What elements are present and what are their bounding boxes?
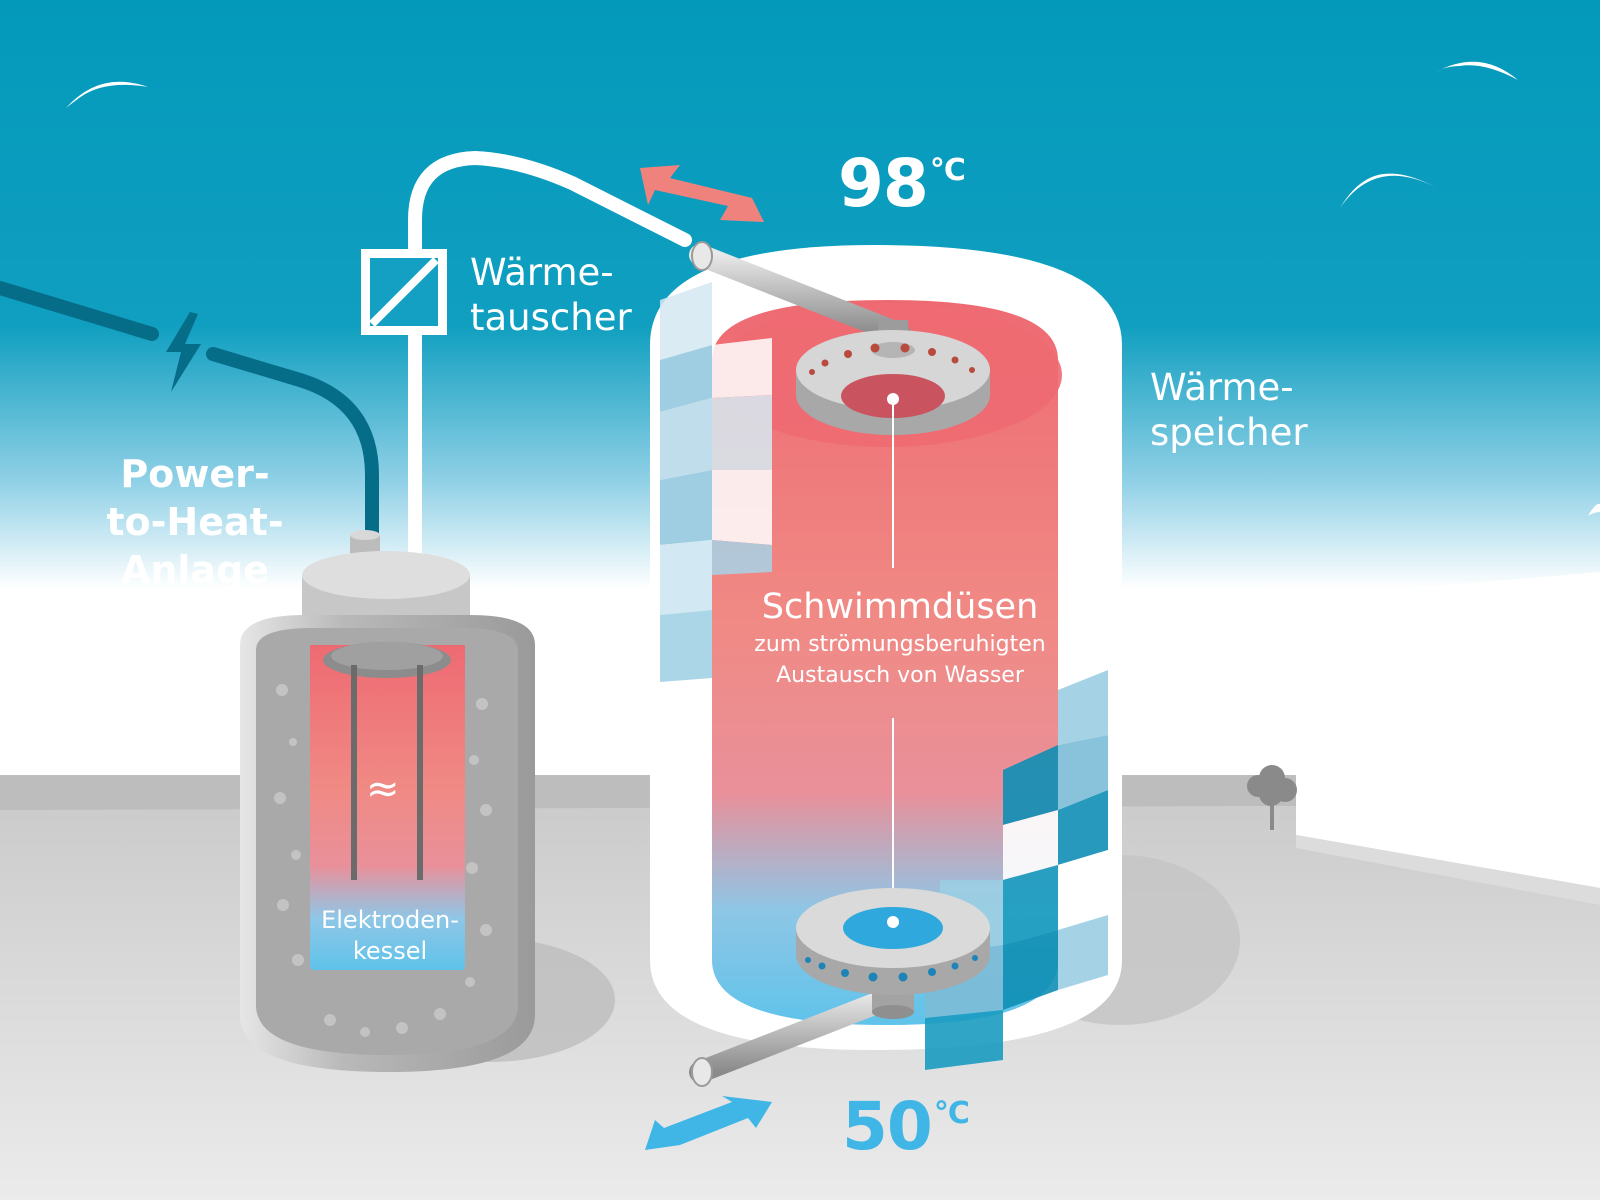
top-temperature-unit: °C (930, 153, 965, 188)
power-to-heat-line-2: to-Heat- (95, 498, 295, 546)
heat-exchanger-line-2: tauscher (470, 295, 632, 340)
heat-storage-line-2: speicher (1150, 410, 1308, 455)
electrode-boiler-label: Elektroden- kessel (305, 905, 475, 967)
power-to-heat-label: Power- to-Heat- Anlage (95, 450, 295, 594)
bottom-temperature-unit: °C (934, 1096, 969, 1131)
heat-exchanger-label: Wärme- tauscher (470, 250, 632, 340)
heat-exchanger-icon (361, 249, 447, 335)
electrode-boiler-line-2: kessel (305, 936, 475, 967)
top-temperature: 98°C (838, 145, 965, 222)
bottom-temperature: 50°C (842, 1088, 969, 1165)
float-nozzles-subtitle-1: zum strömungsberuhigten (700, 629, 1100, 660)
power-to-heat-line-3: Anlage (95, 546, 295, 594)
electrode-wave-symbol: ≈ (366, 765, 400, 813)
building (1296, 572, 1600, 888)
power-to-heat-line-1: Power- (95, 450, 295, 498)
top-temperature-value: 98 (838, 145, 928, 222)
bottom-temperature-value: 50 (842, 1088, 932, 1165)
heat-exchanger-line-1: Wärme- (470, 250, 632, 295)
float-nozzles-subtitle-2: Austausch von Wasser (700, 660, 1100, 691)
heat-storage-label: Wärme- speicher (1150, 365, 1308, 455)
electrode-boiler-line-1: Elektroden- (305, 905, 475, 936)
float-nozzles-title: Schwimmdüsen (700, 585, 1100, 629)
float-nozzle-bottom (796, 888, 990, 995)
heat-storage-line-1: Wärme- (1150, 365, 1308, 410)
float-nozzles-label: Schwimmdüsen zum strömungsberuhigten Aus… (700, 585, 1100, 691)
